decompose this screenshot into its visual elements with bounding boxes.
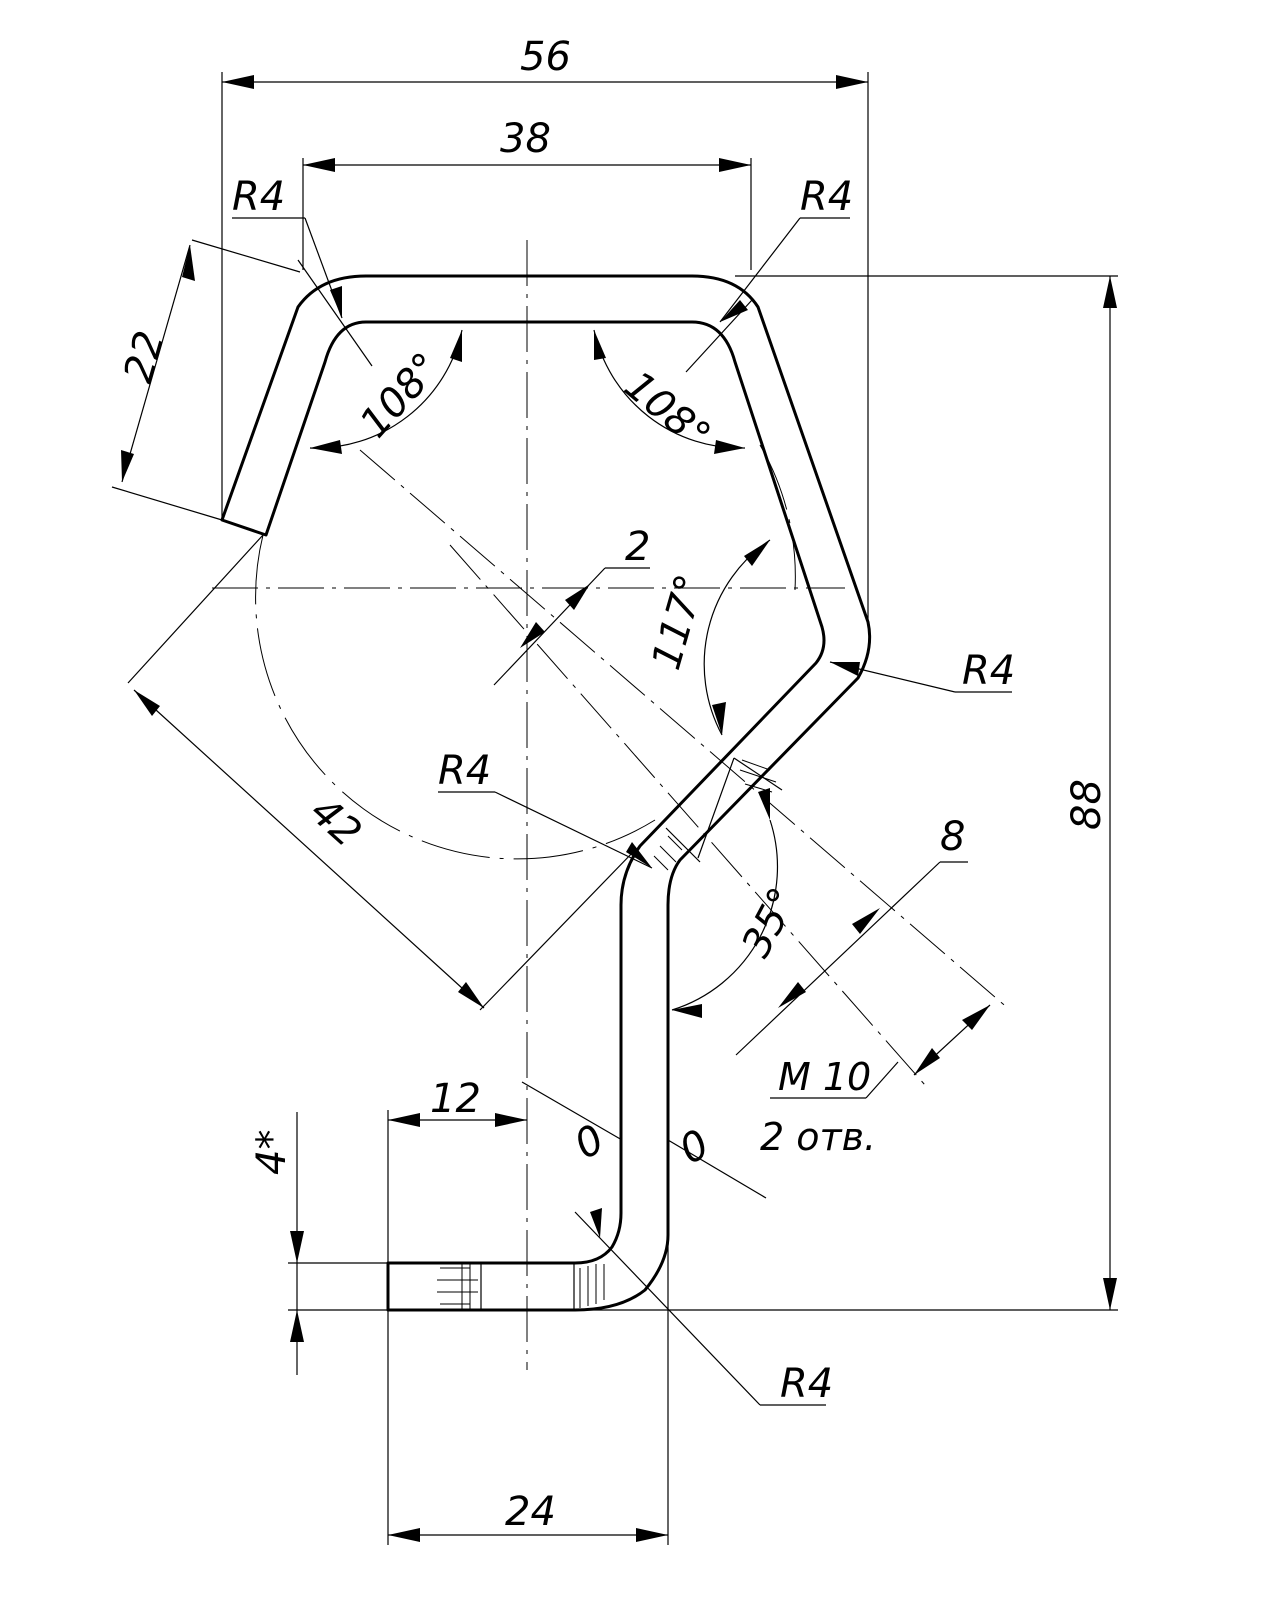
radius-labels: R4 R4 R4 R4 R4 <box>232 174 1015 1407</box>
dim-22: 22 <box>115 326 173 388</box>
dimension-lines <box>111 72 1118 1545</box>
angle-zero-right: 0 <box>672 1121 717 1174</box>
angle-top-left: 108° <box>351 344 450 446</box>
dimension-texts: 56 38 22 88 42 2 8 12 24 4* <box>115 34 1110 1535</box>
thread-size: M 10 <box>778 1055 871 1099</box>
construction-arc <box>255 534 656 860</box>
radius-bottom-bend: R4 <box>780 1361 833 1407</box>
radius-top-right: R4 <box>800 174 853 220</box>
angle-lower-bend: 35° <box>733 880 807 964</box>
dim-42: 42 <box>301 788 370 856</box>
dim-12: 12 <box>430 1076 481 1122</box>
dim-38: 38 <box>500 116 551 162</box>
thread-callout: M 10 2 отв. <box>760 1055 876 1159</box>
section-details <box>437 757 783 1310</box>
center-lines <box>212 240 1011 1370</box>
radius-right-bend: R4 <box>962 648 1015 694</box>
angle-zero-left: 0 <box>567 1116 612 1169</box>
radius-middle-bend: R4 <box>438 748 491 794</box>
radius-top-left: R4 <box>232 174 285 220</box>
angle-top-right: 108° <box>616 362 719 459</box>
dim-4-star: 4* <box>249 1130 295 1175</box>
dim-8: 8 <box>940 814 965 860</box>
angle-right-bend: 117° <box>643 569 714 674</box>
dim-24: 24 <box>505 1489 556 1535</box>
arrowheads <box>121 75 1117 1542</box>
dim-88: 88 <box>1064 779 1110 830</box>
angle-labels: 108° 108° 117° 35° 0 0 <box>351 344 807 1173</box>
dim-2: 2 <box>625 524 650 570</box>
construction-arc-right <box>759 444 796 591</box>
dim-56: 56 <box>520 34 571 80</box>
holes-count: 2 отв. <box>760 1115 876 1159</box>
